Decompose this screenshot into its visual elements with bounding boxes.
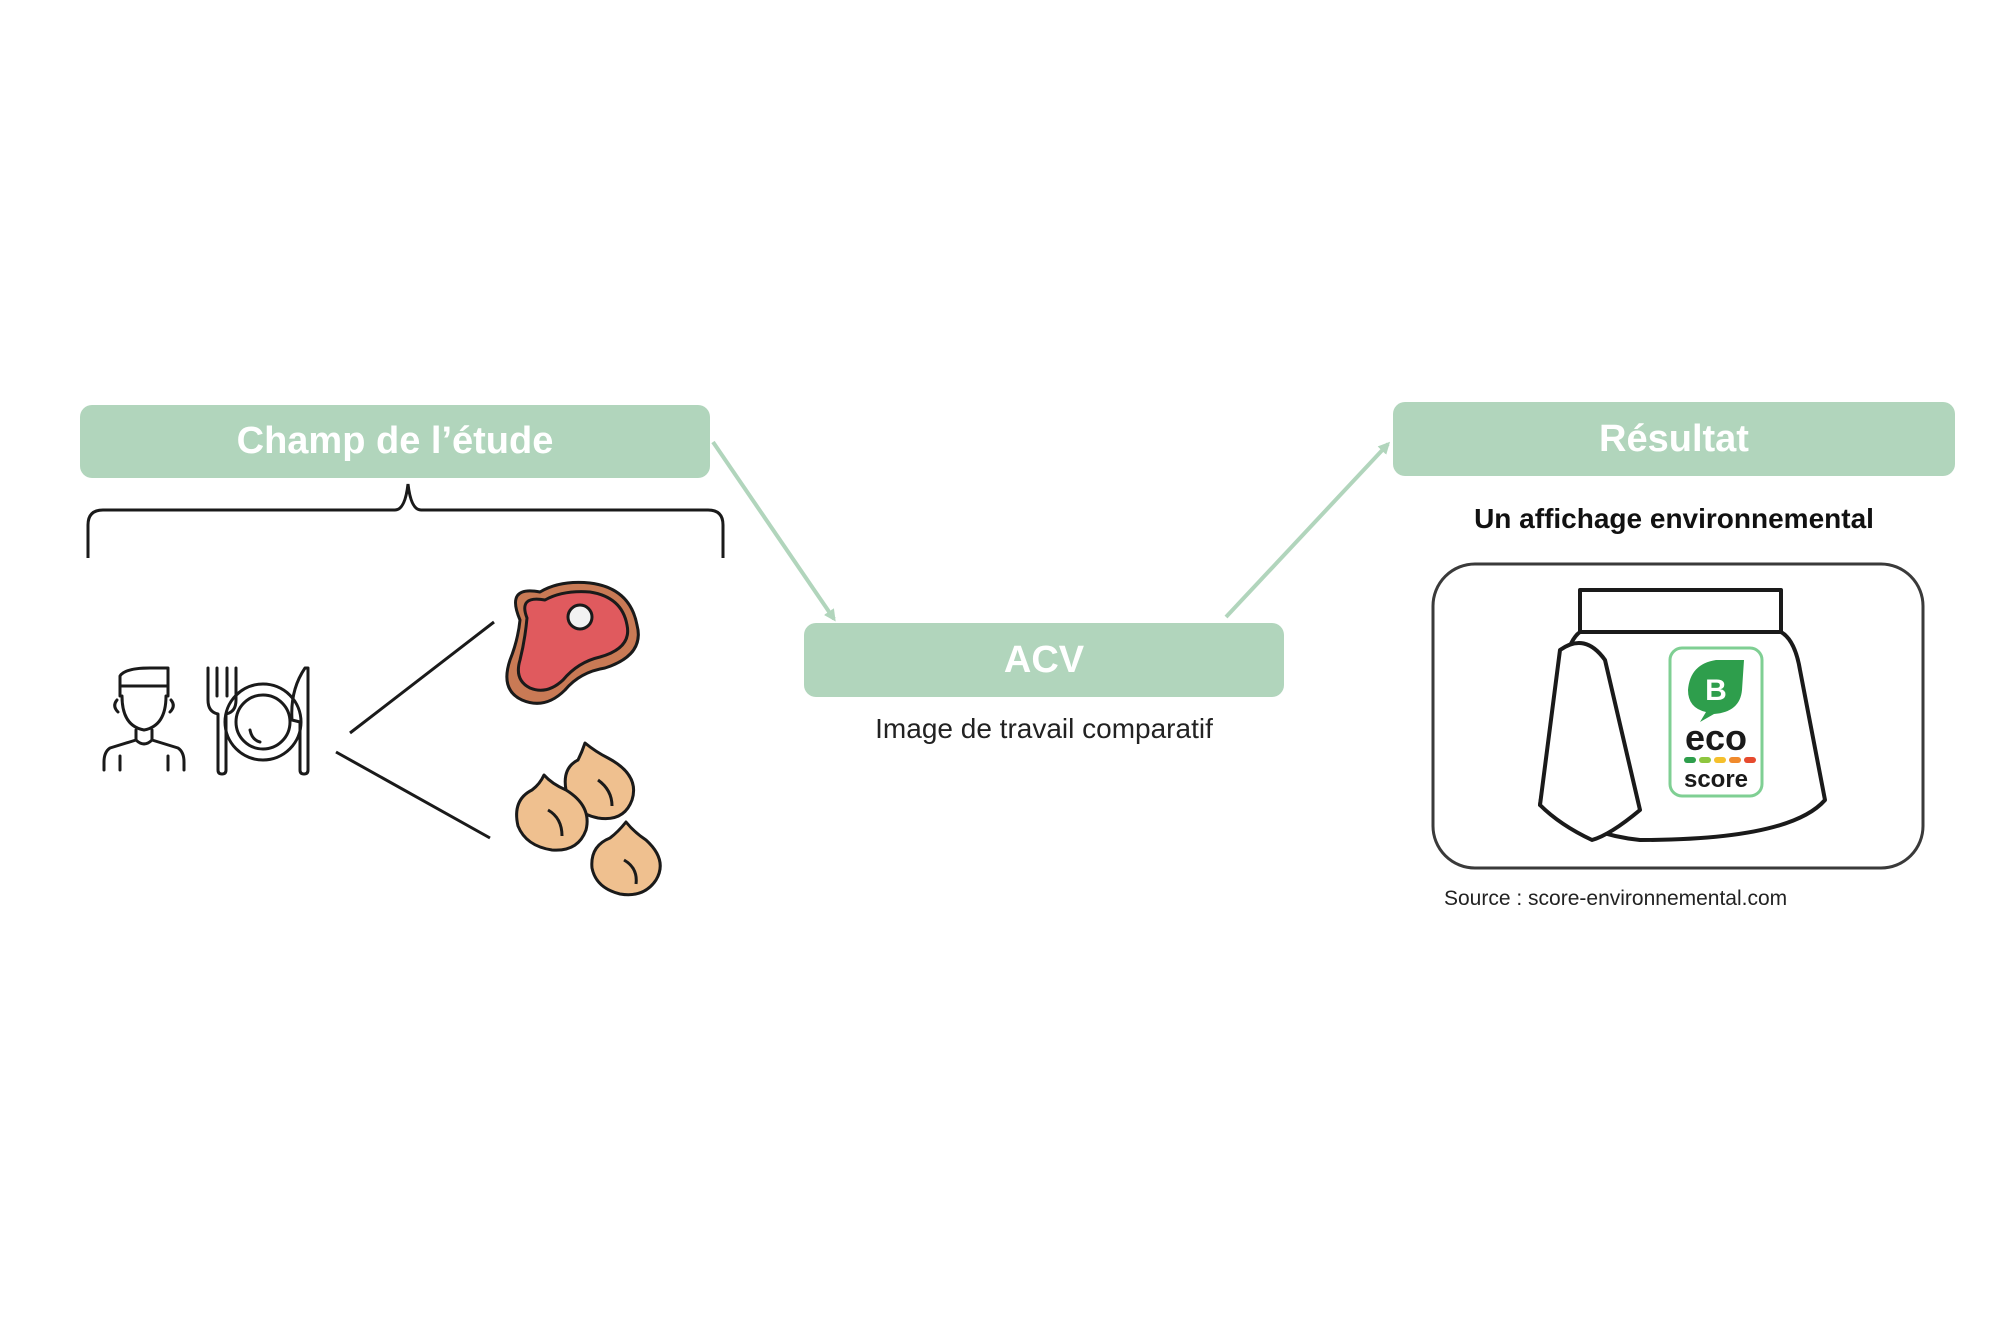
scope-box: Champ de l’étude — [80, 405, 710, 478]
acv-box: ACV — [804, 623, 1284, 697]
arrow-acv-to-resultat — [1224, 441, 1391, 619]
acv-label: ACV — [1003, 638, 1085, 681]
branch-line-meat — [349, 620, 495, 735]
source-caption: Source : score-environnemental.com — [1444, 887, 1788, 910]
result-caption: Un affichage environnemental — [1474, 503, 1874, 534]
result-label: Résultat — [1599, 417, 1749, 460]
acv-caption: Image de travail comparatif — [875, 713, 1213, 744]
result-box: Résultat — [1393, 402, 1955, 476]
arrow-champ-to-acv — [711, 440, 836, 622]
scope-label: Champ de l’étude — [236, 420, 554, 462]
branch-line-chickpeas — [335, 750, 491, 840]
scope-brace — [86, 483, 725, 558]
